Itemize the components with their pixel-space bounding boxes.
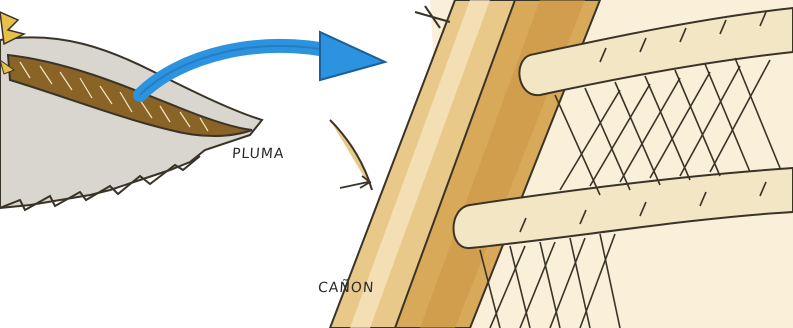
pointer-arrow	[340, 176, 370, 188]
pluma-label: PLUMA	[231, 146, 285, 162]
feather-icon	[0, 12, 262, 210]
canon-label: CAÑON	[317, 280, 374, 296]
